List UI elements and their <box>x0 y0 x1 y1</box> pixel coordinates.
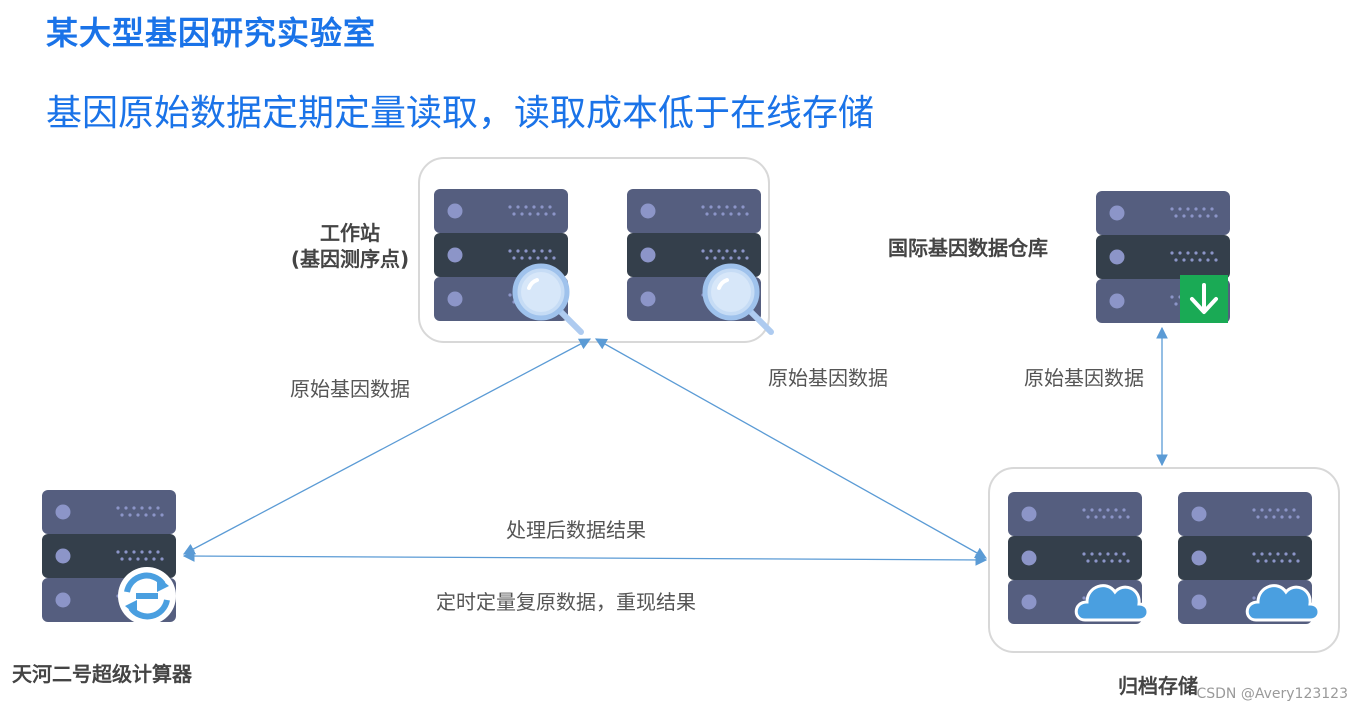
page-subtitle: 基因原始数据定期定量读取，读取成本低于在线存储 <box>46 93 875 134</box>
supercomputer-label: 天河二号超级计算器 <box>12 662 192 686</box>
archive-server-2 <box>1178 492 1321 624</box>
workstation-group-box <box>418 157 770 343</box>
intl-warehouse-server <box>1096 191 1230 323</box>
archive-group-box <box>988 467 1340 653</box>
sync-icon <box>118 567 176 625</box>
edge-label-warehouse-archive: 原始基因数据 <box>1024 366 1144 390</box>
workstation-label-line2: (基因测序点) <box>290 247 410 271</box>
workstation-server-1 <box>434 189 581 332</box>
watermark: CSDN @Avery123123 <box>1196 686 1348 702</box>
workstation-server-2 <box>627 189 771 332</box>
edge-super-workstation <box>182 338 592 555</box>
edge-label-workstation-archive: 原始基因数据 <box>768 366 888 390</box>
edge-label-restore-data: 定时定量复原数据，重现结果 <box>436 590 696 614</box>
edge-label-super-workstation: 原始基因数据 <box>290 377 410 401</box>
download-icon <box>1180 275 1228 323</box>
edge-super-archive <box>182 550 988 566</box>
intl-warehouse-label: 国际基因数据仓库 <box>888 236 1048 260</box>
archive-label: 归档存储 <box>1118 674 1198 698</box>
page-title: 某大型基因研究实验室 <box>46 14 377 52</box>
magnifier-icon <box>515 266 581 332</box>
workstation-label-line1: 工作站 <box>320 221 380 245</box>
edge-workstation-archive <box>594 338 988 559</box>
workstation-label: 工作站 (基因测序点) <box>270 220 430 272</box>
supercomputer-server <box>42 490 176 625</box>
archive-server-1 <box>1008 492 1150 624</box>
magnifier-icon <box>705 266 771 332</box>
edge-label-processed-results: 处理后数据结果 <box>506 518 646 542</box>
